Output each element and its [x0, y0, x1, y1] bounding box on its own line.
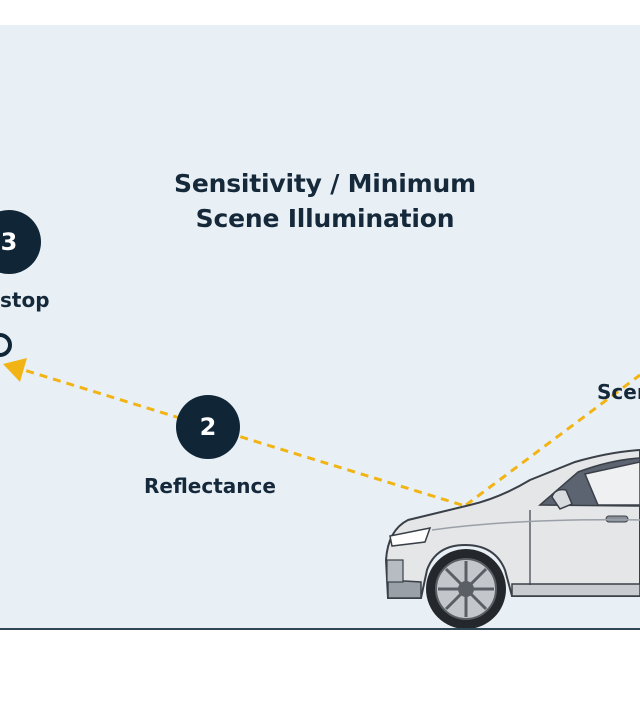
step-1-label: Scen — [597, 380, 640, 404]
diagram-title: Sensitivity / Minimum Scene Illumination — [125, 166, 525, 236]
ground-line — [0, 628, 640, 630]
step-3-number: 3 — [0, 228, 18, 256]
reflected-light-path — [23, 368, 463, 507]
step-3-label: stop — [0, 288, 50, 312]
vehicle-illustration — [384, 448, 640, 629]
title-line-2: Scene Illumination — [195, 204, 455, 233]
step-2-marker: 2 — [176, 395, 240, 459]
camera-edge-shape — [0, 333, 12, 357]
title-line-1: Sensitivity / Minimum — [174, 169, 476, 198]
step-2-number: 2 — [199, 413, 217, 441]
arrow-head-icon — [3, 358, 27, 382]
step-2-label: Reflectance — [144, 474, 276, 498]
